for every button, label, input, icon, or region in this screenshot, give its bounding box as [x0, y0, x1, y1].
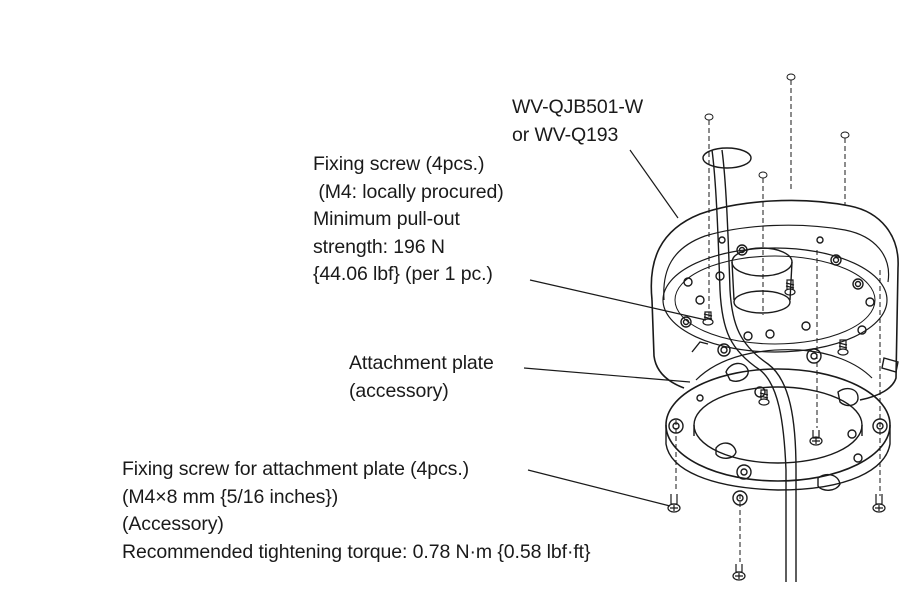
plate-screw-line: (M4×8 mm {5/16 inches}) [122, 485, 339, 508]
plate-screw-line: Recommended tightening torque: 0.78 N·m … [122, 540, 591, 563]
fixing-screw-line: (M4: locally procured) [313, 180, 504, 203]
plate-screw-line: Fixing screw for attachment plate (4pcs.… [122, 458, 470, 480]
model-label: WV-QJB501-W or WV-Q193 [512, 94, 643, 149]
fixing-screw-line: strength: 196 N [313, 235, 445, 258]
guide-markers [704, 73, 850, 179]
fixing-screw-line: Minimum pull-out [313, 208, 460, 230]
model-label-line: or WV-Q193 [512, 123, 619, 146]
cable [711, 149, 797, 582]
guide-lines [675, 80, 881, 562]
plate-screw-line: (Accessory) [122, 513, 224, 535]
attachment-plate [665, 343, 891, 506]
plate-screw-2 [809, 430, 823, 446]
attachment-plate-line: (accessory) [349, 379, 449, 402]
junction-box [650, 147, 899, 401]
fixing-screw-label: Fixing screw (4pcs.) (M4: locally procur… [313, 151, 504, 289]
fixing-screws [702, 279, 849, 406]
screw-2 [784, 279, 796, 296]
plate-screw-label: Fixing screw for attachment plate (4pcs.… [122, 456, 591, 566]
attachment-plate-line: Attachment plate [349, 352, 494, 374]
fixing-screw-line: Fixing screw (4pcs.) [313, 153, 485, 175]
screw-1 [702, 311, 714, 326]
plate-screw-1 [667, 494, 681, 513]
leader-lines [523, 149, 707, 507]
screw-3 [837, 339, 849, 356]
fixing-screw-line: {44.06 lbf} (per 1 pc.) [313, 263, 493, 285]
plate-screw-4 [732, 564, 746, 581]
attachment-plate-label: Attachment plate (accessory) [349, 350, 494, 405]
screw-4 [758, 389, 770, 406]
model-label-line: WV-QJB501-W [512, 96, 644, 118]
plate-screw-3 [872, 494, 886, 513]
plate-screws [667, 430, 886, 581]
